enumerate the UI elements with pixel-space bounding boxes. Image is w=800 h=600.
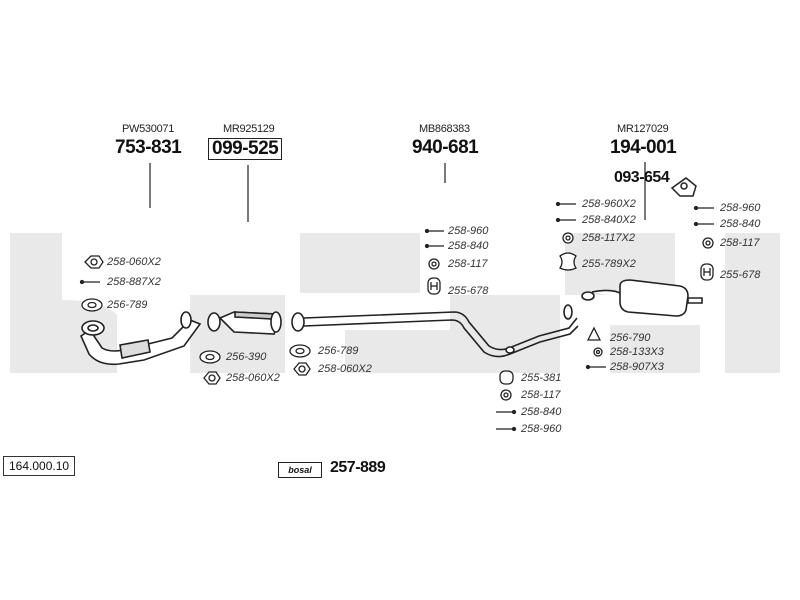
fitting-rear-bolt-bottom[interactable]: 258-907X3 — [610, 361, 664, 373]
fitting-rear-ring-left[interactable]: 258-117X2 — [582, 232, 636, 244]
fitting-rear-bolt-right[interactable]: 258-960 — [720, 202, 761, 214]
fitting-mid-hanger-bottom[interactable]: 255-381 — [521, 372, 562, 384]
fitting-rear-washer-left[interactable]: 258-840X2 — [582, 214, 636, 226]
fitting-cat-nut[interactable]: 258-060X2 — [226, 372, 280, 384]
fitting-mid-ring-bottom[interactable]: 258-117 — [521, 389, 561, 401]
rear-silencer-drawing — [581, 279, 703, 317]
fitting-rear-ring-right[interactable]: 258-117 — [720, 237, 760, 249]
part-rear-silencer[interactable]: 194-001 — [610, 137, 677, 158]
oem-rear-silencer: MR127029 — [617, 123, 669, 135]
fitting-cat-gasket[interactable]: 256-390 — [226, 351, 267, 363]
fitting-rear-hanger-right[interactable]: 255-678 — [720, 269, 761, 281]
leader-lines — [149, 162, 646, 222]
fitting-mid-ring-top[interactable]: 258-117 — [448, 258, 488, 270]
oem-front-pipe: PW530071 — [122, 123, 175, 135]
fitting-rear-bolt-left[interactable]: 258-960X2 — [582, 198, 636, 210]
part-middle-pipe[interactable]: 940-681 — [412, 137, 479, 158]
bosal-logo-badge: bosal — [278, 462, 322, 478]
fitting-mid-bolt-top[interactable]: 258-960 — [448, 225, 489, 237]
middle-pipe-drawing — [291, 304, 579, 358]
catalyst-drawing — [207, 311, 282, 335]
fitting-front-nut[interactable]: 258-060X2 — [107, 256, 161, 268]
front-pipe-drawing — [79, 311, 202, 366]
fitting-front-bolt[interactable]: 258-887X2 — [107, 276, 161, 288]
fitting-icons — [79, 201, 714, 432]
part-front-pipe[interactable]: 753-831 — [115, 137, 182, 158]
fitting-mid-gasket[interactable]: 256-789 — [318, 345, 359, 357]
fitting-rear-gasket[interactable]: 256-790 — [610, 332, 651, 344]
fitting-rear-washer-right[interactable]: 258-840 — [720, 218, 761, 230]
fitting-mid-washer-bottom[interactable]: 258-840 — [521, 406, 562, 418]
part-rear-bracket[interactable]: 093-654 — [614, 169, 670, 186]
fitting-front-gasket[interactable]: 256-789 — [107, 299, 148, 311]
oem-middle-pipe: MB868383 — [419, 123, 470, 135]
rear-bracket-icon — [670, 177, 697, 197]
part-catalyst[interactable]: 099-525 — [208, 138, 283, 160]
fitting-rear-hanger-left[interactable]: 255-789X2 — [582, 258, 636, 270]
fitting-mid-hanger-top[interactable]: 255-678 — [448, 285, 489, 297]
oem-catalyst: MR925129 — [223, 123, 275, 135]
kit-number[interactable]: 257-889 — [330, 459, 386, 476]
fitting-mid-washer-top[interactable]: 258-840 — [448, 240, 489, 252]
fitting-mid-nut[interactable]: 258-060X2 — [318, 363, 372, 375]
fitting-mid-bolt-bottom[interactable]: 258-960 — [521, 423, 562, 435]
fitting-rear-clamp[interactable]: 258-133X3 — [610, 346, 664, 358]
reference-code: 164.000.10 — [3, 456, 76, 476]
